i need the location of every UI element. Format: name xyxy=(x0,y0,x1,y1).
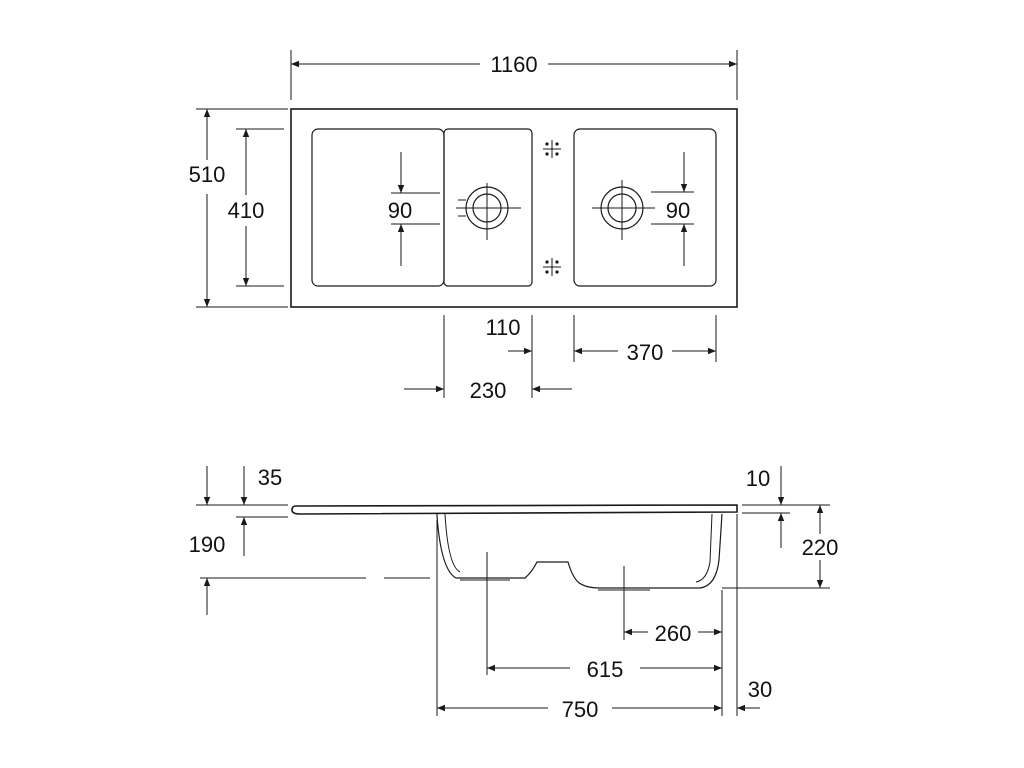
bowl-profile-side xyxy=(436,513,723,589)
dim-depth-right: 220 xyxy=(722,505,839,589)
drainer-area xyxy=(311,128,445,287)
tap-hole-marker-bottom xyxy=(543,258,561,276)
sink-rim-side xyxy=(291,504,738,515)
dim-label-370: 370 xyxy=(627,340,664,365)
dim-drain-spacing: 615 xyxy=(487,657,722,682)
dim-overall-width: 1160 xyxy=(290,50,738,100)
tap-hole-marker-top xyxy=(543,140,561,158)
dim-right-margin: 30 xyxy=(736,514,772,716)
dim-label-35: 35 xyxy=(258,465,282,490)
dim-label-230: 230 xyxy=(470,378,507,403)
dim-rim-right: 10 xyxy=(742,466,830,548)
dim-label-110: 110 xyxy=(485,315,520,340)
dim-label-220: 220 xyxy=(802,535,839,560)
dim-label-1160: 1160 xyxy=(490,52,537,77)
drain-small-bowl xyxy=(456,183,521,240)
dim-label-260: 260 xyxy=(655,621,692,646)
dim-bowl-depth: 410 xyxy=(228,128,284,287)
dim-drain-right: 90 xyxy=(651,152,694,266)
dim-overall-depth: 510 xyxy=(189,108,288,308)
dim-label-30: 30 xyxy=(748,677,772,702)
dim-label-510: 510 xyxy=(189,162,226,187)
dim-bowl-total-width: 750 xyxy=(436,520,722,722)
drain-large-bowl xyxy=(592,180,655,240)
dim-bowl-widths: 110 230 370 xyxy=(404,315,717,403)
dim-label-750: 750 xyxy=(562,697,599,722)
dim-label-190: 190 xyxy=(189,532,226,557)
dim-depth-left: 190 xyxy=(189,517,430,615)
sink-outline-top xyxy=(290,108,738,308)
dim-drain-offset-right: 260 xyxy=(624,590,723,716)
dim-label-90-left: 90 xyxy=(388,198,412,223)
dim-label-90-right: 90 xyxy=(666,198,690,223)
dim-rim-thickness: 35 xyxy=(196,465,288,518)
dim-label-615: 615 xyxy=(587,657,624,682)
dim-label-10: 10 xyxy=(746,466,770,491)
small-bowl-top xyxy=(443,128,533,287)
top-view: 1160 510 410 90 xyxy=(189,50,738,403)
side-view: 35 190 10 220 xyxy=(189,465,839,722)
large-bowl-top xyxy=(573,128,717,287)
dim-label-410: 410 xyxy=(228,198,265,223)
dim-drain-left: 90 xyxy=(388,152,440,266)
